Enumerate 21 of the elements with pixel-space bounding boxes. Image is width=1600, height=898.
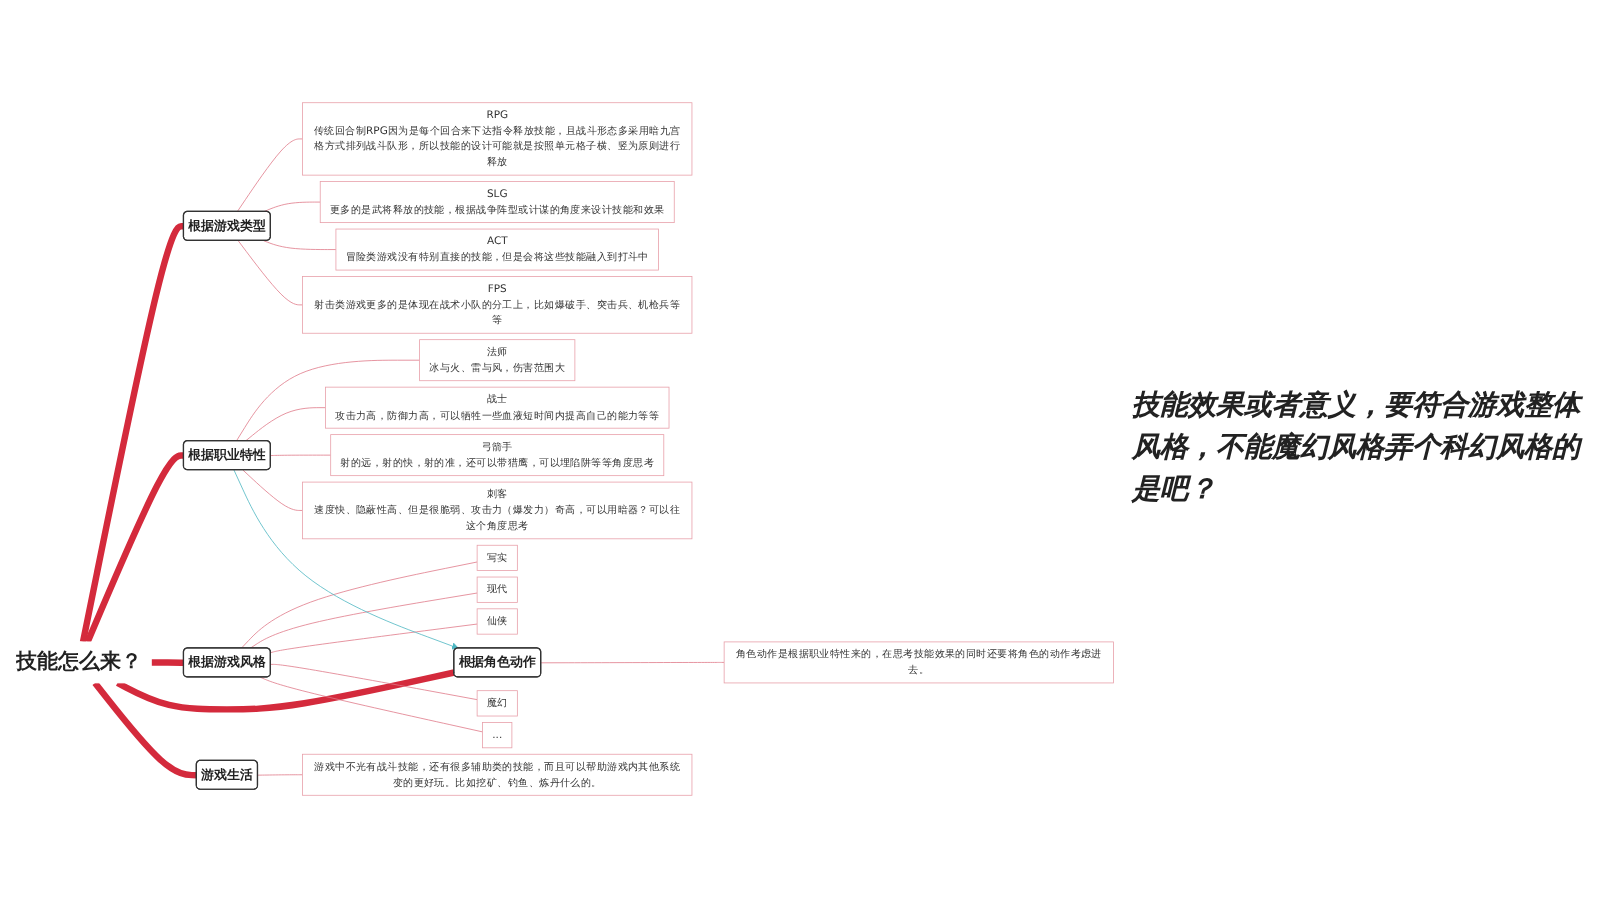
connector [116,669,455,713]
connector [270,663,478,701]
connector [263,201,321,213]
connector [249,592,478,649]
connector [84,452,185,644]
connector [540,662,725,664]
connector [242,469,303,511]
connector [92,680,197,779]
connector [270,623,478,653]
connector [257,774,303,776]
connector [150,659,185,667]
connector [236,138,303,213]
connector [260,676,483,733]
connector [237,240,303,306]
connector [236,359,420,442]
connector [79,222,185,643]
connector [270,454,332,456]
note-text: 技能效果或者意义，要符合游戏整体风格，不能魔幻风格弄个科幻风格的是吧？ [1132,387,1585,510]
connector [240,561,478,649]
connector [263,240,337,250]
connector [245,407,326,442]
